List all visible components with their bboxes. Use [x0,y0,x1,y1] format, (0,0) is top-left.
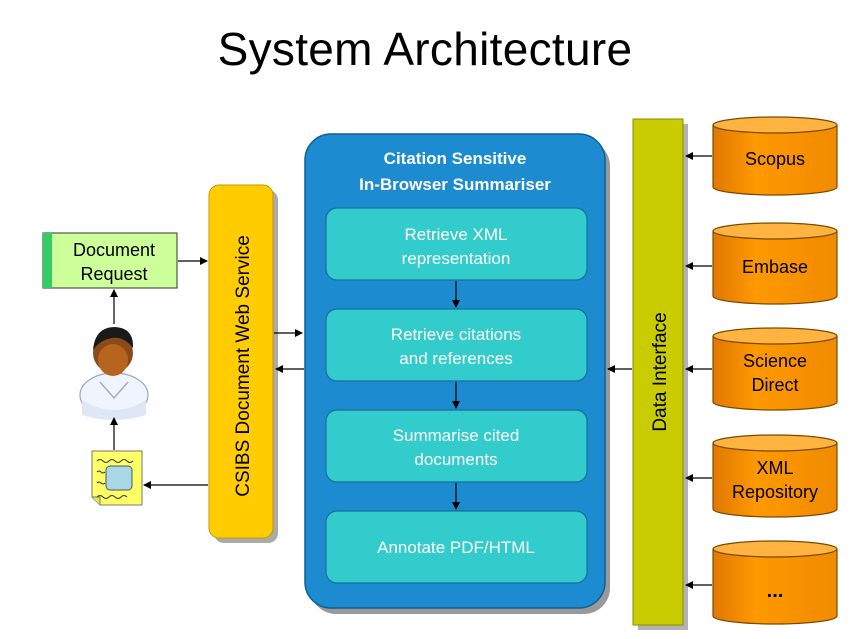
database-scopus-label: Scopus [745,149,805,169]
database-embase-label: Embase [742,257,808,277]
database-embase: Embase [712,222,838,305]
step-retrieve-xml-line1: Retrieve XML [405,225,508,244]
step-retrieve-xml-line2: representation [402,249,511,268]
document-request-box: Document Request [42,232,178,289]
database-scopus: Scopus [712,116,838,196]
page-title: System Architecture [217,23,633,75]
step-annotate: Annotate PDF/HTML [377,538,535,557]
document-request-line1: Document [73,240,155,260]
summariser-title-line2: In-Browser Summariser [359,175,551,194]
database-science-direct: Science Direct [712,327,838,411]
database-xml-repository-line2: Repository [732,482,818,502]
document-request-line2: Request [80,264,147,284]
summariser-panel: Citation Sensitive In-Browser Summariser… [304,133,610,614]
data-interface-label: Data Interface [650,312,671,431]
database-arrows [685,152,712,589]
step-summarise-line2: documents [414,450,497,469]
web-service-block: CSIBS Document Web Service [208,184,278,543]
summariser-title-line1: Citation Sensitive [384,149,527,168]
data-interface-block: Data Interface [632,118,688,630]
database-xml-repository-line1: XML [756,458,793,478]
document-icon [91,450,143,506]
step-retrieve-citations-line2: and references [399,349,512,368]
database-science-direct-line2: Direct [751,375,798,395]
web-service-label: CSIBS Document Web Service [233,235,254,497]
database-more: ... [712,540,838,625]
step-retrieve-citations-line1: Retrieve citations [391,325,521,344]
database-xml-repository: XML Repository [712,434,838,518]
database-science-direct-line1: Science [743,351,807,371]
user-icon [79,327,149,420]
database-more-label: ... [767,580,784,602]
step-summarise-line1: Summarise cited [393,426,520,445]
